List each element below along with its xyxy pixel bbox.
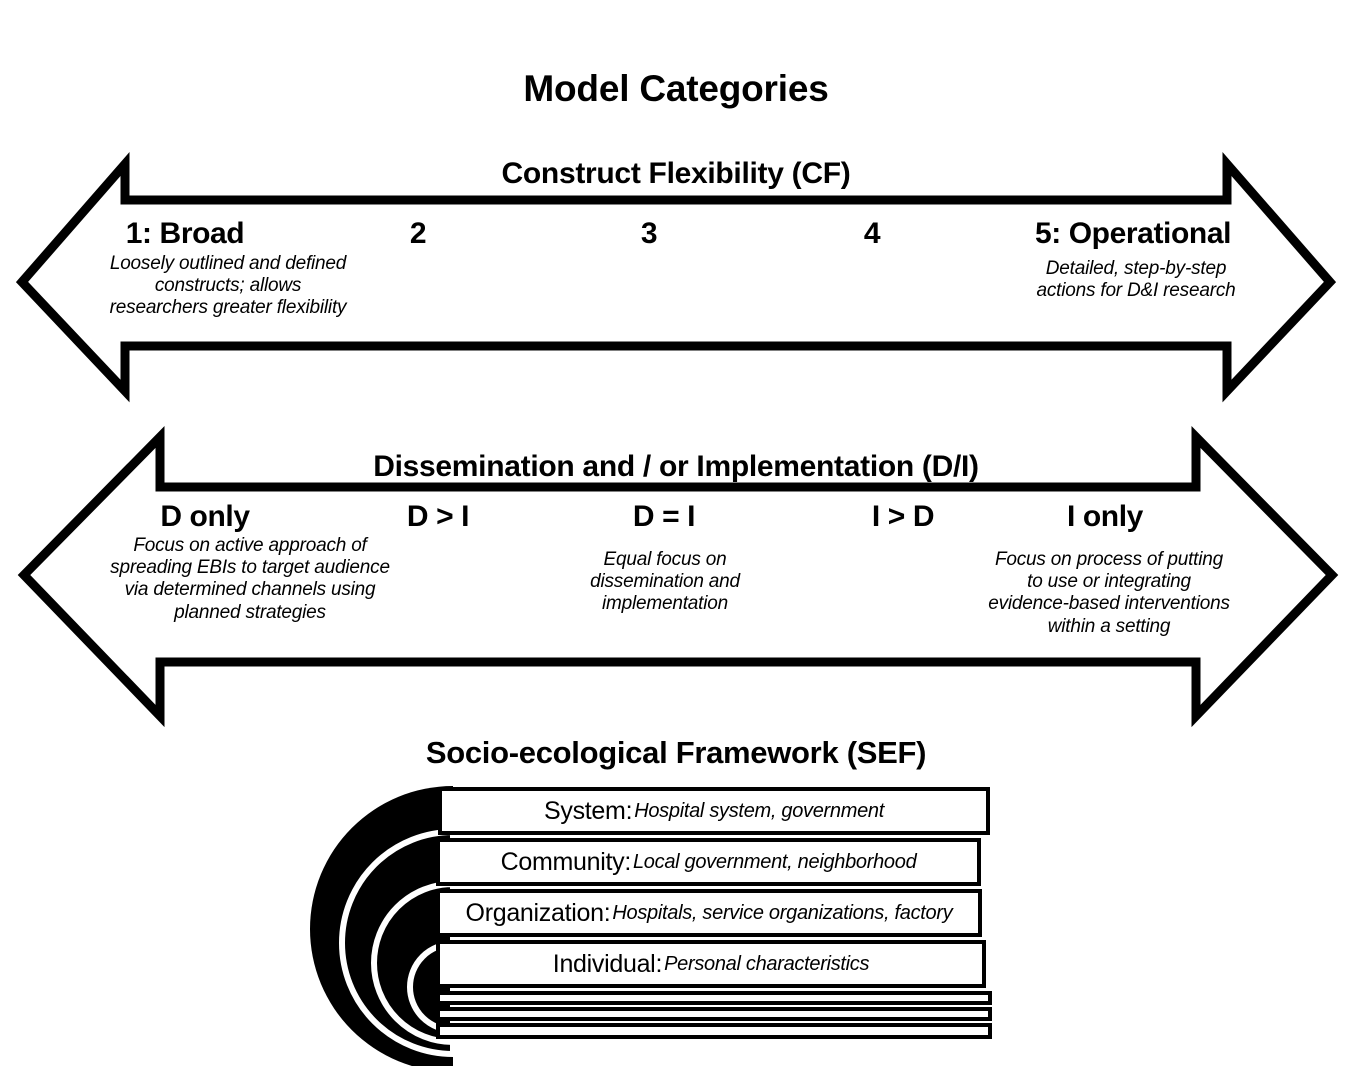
cf-scale-label-2: 2	[409, 217, 427, 250]
sef-row-organization[interactable]: Organization:Hospitals, service organiza…	[436, 889, 982, 937]
sef-level-separator-system: :	[625, 796, 633, 825]
sef-level-separator-organization: :	[603, 898, 611, 927]
sef-level-stack: System:Hospital system, government Commu…	[436, 787, 992, 1041]
socio-ecological-framework-title: Socio-ecological Framework (SEF)	[425, 735, 927, 770]
cf-scale-label-4: 4	[863, 217, 881, 250]
sef-row-blank-3	[436, 1023, 992, 1039]
sef-row-blank-1	[436, 991, 992, 1005]
di-scale-label-d-eq-i: D = I	[632, 500, 696, 533]
di-scale-label-i-gt-d: I > D	[871, 500, 935, 533]
sef-level-examples-community: Local government, neighborhood	[632, 850, 917, 873]
sef-row-system[interactable]: System:Hospital system, government	[438, 787, 990, 835]
sef-level-name-organization: Organization	[465, 898, 604, 927]
cf-scale-label-5: 5: Operational	[1034, 217, 1232, 250]
sef-row-blank-2	[436, 1007, 992, 1021]
cf-scale-label-3: 3	[640, 217, 658, 250]
page-title: Model Categories	[523, 68, 829, 109]
dissemination-implementation-title: Dissemination and / or Implementation (D…	[373, 450, 979, 483]
di-scale-label-i-only: I only	[1067, 500, 1143, 533]
construct-flexibility-title: Construct Flexibility (CF)	[501, 157, 851, 190]
sef-row-individual[interactable]: Individual:Personal characteristics	[436, 940, 986, 988]
sef-level-examples-system: Hospital system, government	[634, 799, 884, 822]
sef-level-examples-organization: Hospitals, service organizations, factor…	[612, 901, 953, 924]
sef-level-name-individual: Individual	[552, 949, 656, 978]
nested-circles-graphic	[310, 786, 453, 1066]
cf-scale-label-1: 1: Broad	[125, 217, 245, 250]
sef-level-separator-individual: :	[655, 949, 663, 978]
sef-row-community[interactable]: Community:Local government, neighborhood	[436, 838, 981, 886]
sef-level-name-community: Community	[500, 847, 625, 876]
sef-level-separator-community: :	[624, 847, 631, 876]
di-scale-label-d-only: D only	[160, 500, 250, 533]
di-scale-label-d-gt-i: D > I	[406, 500, 470, 533]
sef-level-name-system: System	[544, 796, 626, 825]
sef-level-examples-individual: Personal characteristics	[664, 952, 870, 975]
